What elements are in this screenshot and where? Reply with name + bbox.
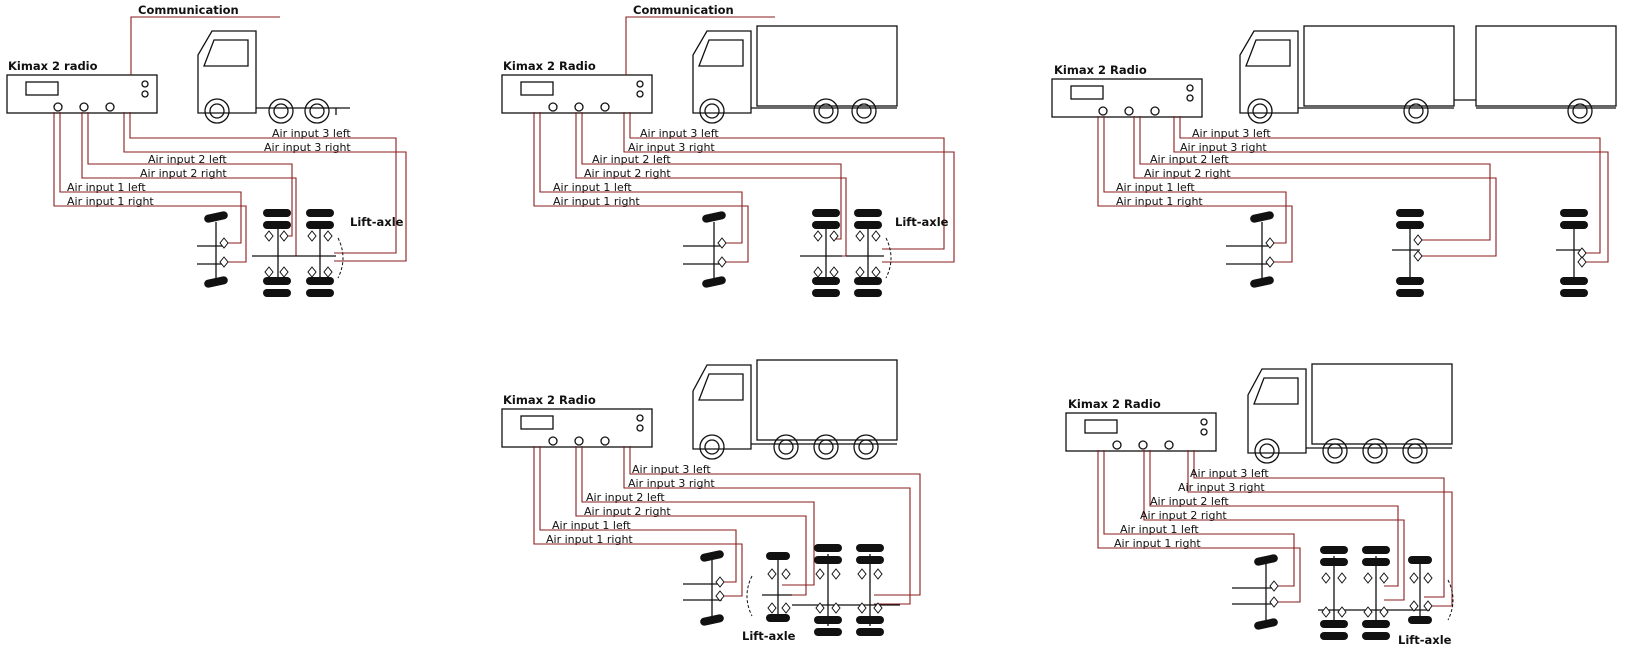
- truck-with-trailer: [1239, 25, 1617, 124]
- radio-unit: [501, 74, 653, 114]
- air-hoses: [53, 112, 407, 263]
- label-air-input-1-left: Air input 1 left: [67, 181, 146, 194]
- diagram-2: Kimax 2 Radio Communication Air input 1 …: [501, 3, 955, 297]
- axle-layout: [1226, 209, 1588, 297]
- label-air-input-3-right: Air input 3 right: [1180, 141, 1267, 154]
- air-port-2: [1138, 440, 1148, 450]
- axle-layout: [197, 209, 344, 297]
- label-air-input-3-left: Air input 3 left: [1190, 467, 1269, 480]
- communication-line: [625, 16, 775, 75]
- label-air-input-2-right: Air input 2 right: [584, 505, 671, 518]
- radio-title: Kimax 2 Radio: [503, 393, 596, 407]
- air-port-3: [600, 436, 610, 446]
- axle-layout: [1232, 546, 1454, 640]
- label-air-input-2-left: Air input 2 left: [1150, 153, 1229, 166]
- rigid-truck: [692, 359, 898, 460]
- air-port-3: [600, 102, 610, 112]
- radio-unit: [501, 408, 653, 448]
- label-air-input-2-right: Air input 2 right: [584, 167, 671, 180]
- air-port-3: [105, 102, 115, 112]
- radio-display: [1070, 85, 1104, 100]
- radio-led-icon: [141, 80, 149, 88]
- label-air-input-2-left: Air input 2 left: [586, 491, 665, 504]
- label-air-input-1-left: Air input 1 left: [553, 181, 632, 194]
- radio-led-icon: [141, 90, 149, 98]
- label-air-input-2-right: Air input 2 right: [1144, 167, 1231, 180]
- air-port-1: [1098, 106, 1108, 116]
- label-air-input-1-right: Air input 1 right: [1116, 195, 1203, 208]
- label-air-input-3-right: Air input 3 right: [264, 141, 351, 154]
- radio-led-icon: [1200, 428, 1208, 436]
- label-air-input-1-left: Air input 1 left: [552, 519, 631, 532]
- lift-axle-label: Lift-axle: [350, 215, 404, 229]
- label-air-input-3-left: Air input 3 left: [640, 127, 719, 140]
- tractor-truck: [197, 30, 350, 124]
- air-port-3: [1150, 106, 1160, 116]
- air-port-3: [1164, 440, 1174, 450]
- air-port-2: [574, 102, 584, 112]
- radio-led-icon: [636, 414, 644, 422]
- label-air-input-2-left: Air input 2 left: [1150, 495, 1229, 508]
- air-port-1: [548, 102, 558, 112]
- label-air-input-1-right: Air input 1 right: [553, 195, 640, 208]
- rigid-truck: [692, 25, 898, 124]
- label-air-input-3-right: Air input 3 right: [628, 477, 715, 490]
- label-air-input-1-left: Air input 1 left: [1116, 181, 1195, 194]
- air-port-2: [1124, 106, 1134, 116]
- lift-axle-label: Lift-axle: [742, 629, 796, 643]
- radio-led-icon: [636, 90, 644, 98]
- diagram-3: Kimax 2 Radio Air input 1 left Air input…: [1051, 25, 1617, 297]
- rigid-truck: [1247, 363, 1453, 464]
- lift-axle-label: Lift-axle: [1398, 633, 1452, 647]
- radio-unit: [6, 74, 158, 114]
- lift-axle-label: Lift-axle: [895, 215, 949, 229]
- label-air-input-2-right: Air input 2 right: [1140, 509, 1227, 522]
- air-hoses: [533, 446, 921, 605]
- communication-label: Communication: [633, 3, 734, 17]
- axle-layout: [683, 544, 900, 636]
- label-air-input-2-left: Air input 2 left: [592, 153, 671, 166]
- label-air-input-1-right: Air input 1 right: [1114, 537, 1201, 550]
- diagram-1: Kimax 2 radio Communication Air input 1 …: [6, 3, 407, 297]
- label-air-input-1-right: Air input 1 right: [546, 533, 633, 546]
- label-air-input-3-left: Air input 3 left: [272, 127, 351, 140]
- label-air-input-3-right: Air input 3 right: [1178, 481, 1265, 494]
- air-port-1: [53, 102, 63, 112]
- radio-display: [520, 415, 554, 430]
- radio-unit: [1065, 412, 1217, 452]
- air-hoses: [1097, 450, 1453, 607]
- air-port-2: [574, 436, 584, 446]
- air-port-1: [548, 436, 558, 446]
- radio-led-icon: [636, 424, 644, 432]
- label-air-input-3-left: Air input 3 left: [1192, 127, 1271, 140]
- radio-display: [25, 81, 59, 96]
- label-air-input-3-right: Air input 3 right: [628, 141, 715, 154]
- radio-title: Kimax 2 Radio: [1068, 397, 1161, 411]
- radio-unit: [1051, 78, 1203, 118]
- label-air-input-2-right: Air input 2 right: [140, 167, 227, 180]
- radio-led-icon: [1200, 418, 1208, 426]
- radio-display: [520, 81, 554, 96]
- air-port-1: [1112, 440, 1122, 450]
- radio-title: Kimax 2 Radio: [1054, 63, 1147, 77]
- axle-layout: [683, 209, 892, 297]
- radio-title: Kimax 2 Radio: [503, 59, 596, 73]
- diagram-5: Kimax 2 Radio Air input 1 left Air input…: [1065, 363, 1454, 647]
- radio-led-icon: [1186, 84, 1194, 92]
- air-port-2: [79, 102, 89, 112]
- label-air-input-1-left: Air input 1 left: [1120, 523, 1199, 536]
- communication-label: Communication: [138, 3, 239, 17]
- label-air-input-2-left: Air input 2 left: [148, 153, 227, 166]
- label-air-input-1-right: Air input 1 right: [67, 195, 154, 208]
- diagram-4: Kimax 2 Radio Air input 1 left Air input…: [501, 359, 921, 643]
- radio-led-icon: [1186, 94, 1194, 102]
- air-hoses: [1097, 116, 1609, 263]
- radio-title: Kimax 2 radio: [8, 59, 98, 73]
- label-air-input-3-left: Air input 3 left: [632, 463, 711, 476]
- radio-led-icon: [636, 80, 644, 88]
- radio-display: [1084, 419, 1118, 434]
- communication-line: [130, 16, 280, 75]
